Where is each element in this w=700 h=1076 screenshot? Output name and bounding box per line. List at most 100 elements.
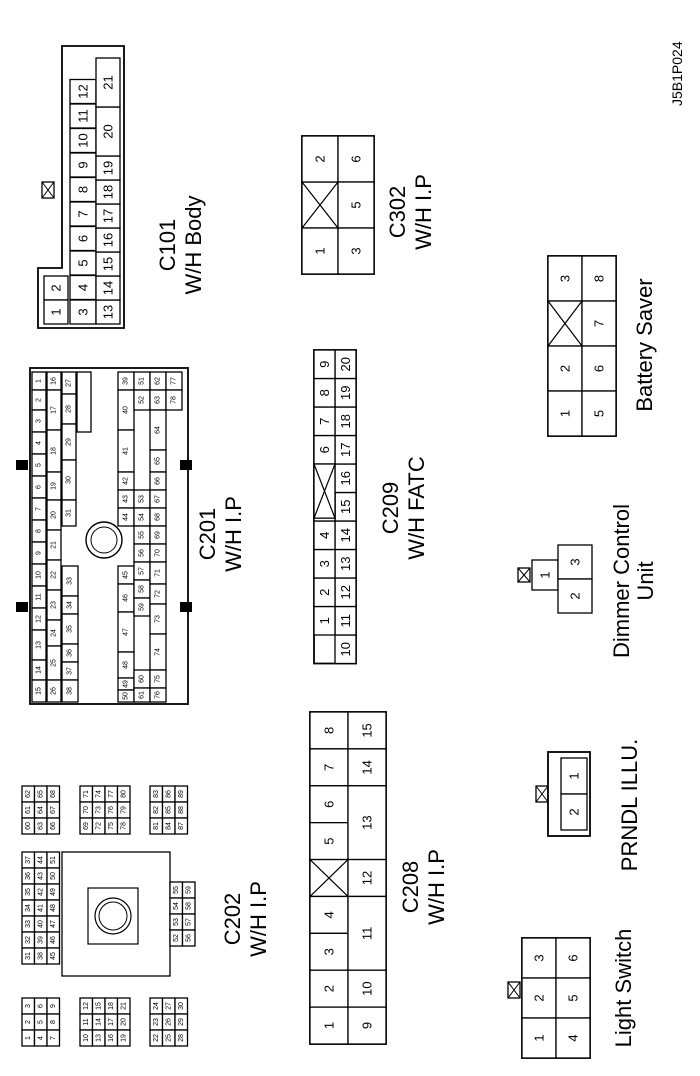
lock-tab bbox=[180, 460, 192, 470]
pin-number: 26 bbox=[51, 687, 58, 695]
pin-number: 52 bbox=[173, 934, 180, 942]
pin-number: 26 bbox=[165, 1018, 172, 1026]
pin-cell bbox=[61, 499, 77, 527]
label-c202: C202 W/H I.P bbox=[220, 881, 271, 957]
pin-number: 16 bbox=[108, 1034, 115, 1042]
pin-number: 31 bbox=[25, 952, 32, 960]
pin-cell bbox=[560, 757, 588, 795]
pin-number: 61 bbox=[139, 691, 146, 699]
pin-number: 7 bbox=[317, 418, 332, 425]
pin-number: 14 bbox=[101, 281, 116, 295]
pin-number: 1 bbox=[317, 617, 332, 624]
pin-number: 58 bbox=[139, 585, 146, 593]
pin-number: 49 bbox=[123, 680, 130, 688]
pin-number: 50 bbox=[123, 692, 130, 700]
pin-number: 33 bbox=[25, 920, 32, 928]
pin-number: 61 bbox=[25, 806, 32, 814]
pin-number: 77 bbox=[171, 377, 178, 385]
pin-number: 78 bbox=[120, 822, 127, 830]
pin-number: 38 bbox=[37, 952, 44, 960]
pin-number: 5 bbox=[37, 1020, 44, 1024]
pin-number: 85 bbox=[165, 806, 172, 814]
pin-number: 2 bbox=[313, 155, 328, 162]
pin-number: 10 bbox=[76, 133, 91, 147]
pin-number: 84 bbox=[165, 822, 172, 830]
pin-number: 17 bbox=[108, 1018, 115, 1026]
pin-number: 12 bbox=[360, 871, 375, 885]
label-c302: C302 W/H I.P bbox=[385, 174, 436, 250]
pin-cell bbox=[309, 711, 349, 750]
pin-number: 2 bbox=[568, 592, 583, 599]
pin-number: 11 bbox=[76, 109, 91, 123]
connector-harness: W/H I.P bbox=[221, 496, 246, 572]
pin-cell bbox=[69, 299, 97, 325]
pin-number: 15 bbox=[36, 687, 43, 695]
pin-cell bbox=[547, 255, 583, 302]
connector-harness: W/H I.P bbox=[246, 881, 271, 957]
pin-cell bbox=[531, 559, 559, 591]
pin-number: 19 bbox=[338, 386, 353, 400]
pin-number: 10 bbox=[83, 1034, 90, 1042]
pin-number: 72 bbox=[95, 822, 102, 830]
pin-cell bbox=[301, 135, 339, 183]
pin-number: 49 bbox=[50, 888, 57, 896]
pin-number: 79 bbox=[120, 806, 127, 814]
pin-number: 44 bbox=[123, 513, 130, 521]
pin-number: 17 bbox=[51, 406, 58, 414]
pin-cell bbox=[581, 390, 617, 437]
pin-number: 64 bbox=[155, 426, 162, 434]
pin-cell bbox=[76, 371, 92, 433]
pin-number: 23 bbox=[153, 1018, 160, 1026]
pin-number: 2 bbox=[558, 365, 573, 372]
pin-number: 51 bbox=[50, 856, 57, 864]
pin-cell bbox=[581, 345, 617, 392]
pin-number: 54 bbox=[139, 513, 146, 521]
guide-hole-inner bbox=[90, 526, 118, 554]
pin-number: 57 bbox=[185, 918, 192, 926]
pin-cell bbox=[95, 251, 121, 277]
pin-number: 2 bbox=[36, 398, 43, 402]
pin-cell bbox=[347, 748, 387, 787]
pin-number: 13 bbox=[36, 641, 43, 649]
pin-number: 71 bbox=[83, 790, 90, 798]
pin-number: 4 bbox=[76, 284, 91, 291]
label-c208: C208 W/H I.P bbox=[398, 849, 449, 925]
pin-number: 18 bbox=[51, 447, 58, 455]
pin-number: 40 bbox=[123, 406, 130, 414]
pin-number: 12 bbox=[36, 615, 43, 623]
pin-number: 5 bbox=[76, 259, 91, 266]
pin-number: 53 bbox=[139, 495, 146, 503]
blank-cross bbox=[313, 463, 336, 519]
pin-cell bbox=[547, 345, 583, 392]
pin-number: 8 bbox=[317, 389, 332, 396]
pin-number: 82 bbox=[153, 806, 160, 814]
pin-number: 21 bbox=[51, 541, 58, 549]
pin-number: 89 bbox=[178, 790, 185, 798]
pin-number: 45 bbox=[123, 571, 130, 579]
pin-number: 70 bbox=[83, 806, 90, 814]
pin-number: 23 bbox=[51, 601, 58, 609]
pin-number: 9 bbox=[36, 551, 43, 555]
pin-cell bbox=[95, 299, 121, 325]
pin-number: 19 bbox=[101, 161, 116, 175]
blank-cross bbox=[301, 181, 339, 229]
pin-cell bbox=[69, 250, 97, 276]
pin-cell bbox=[581, 300, 617, 347]
pin-number: 68 bbox=[50, 790, 57, 798]
pin-cell bbox=[116, 817, 131, 835]
connector-id: C202 bbox=[220, 893, 245, 946]
pin-cell bbox=[347, 969, 387, 1008]
pin-number: 25 bbox=[165, 1034, 172, 1042]
pin-number: 11 bbox=[360, 927, 375, 941]
socket-hole bbox=[94, 897, 132, 935]
pin-number: 3 bbox=[532, 954, 547, 961]
pin-number: 42 bbox=[37, 888, 44, 896]
pin-number: 87 bbox=[178, 822, 185, 830]
pin-number: 14 bbox=[36, 666, 43, 674]
pin-number: 2 bbox=[49, 284, 64, 291]
pin-cell bbox=[61, 679, 79, 703]
pin-number: 74 bbox=[155, 648, 162, 656]
